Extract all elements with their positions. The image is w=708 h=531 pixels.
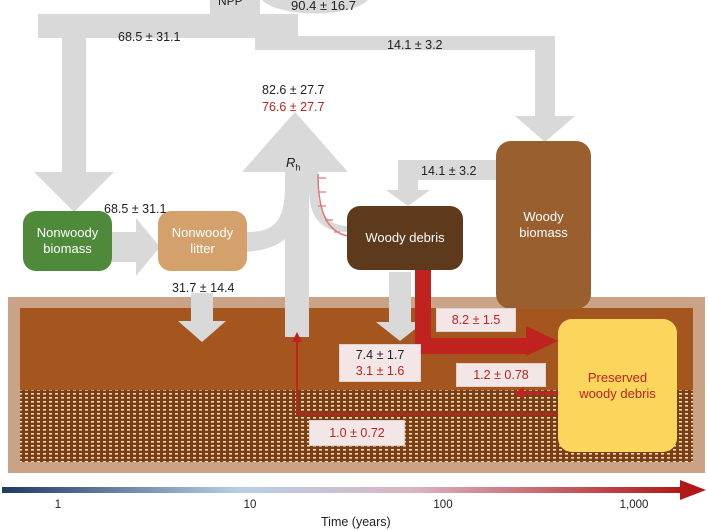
tick-10: 10 xyxy=(243,499,257,511)
debris-to-soil-label: 7.4 ± 1.7 3.1 ± 1.6 xyxy=(339,344,421,382)
woody-debris-pool: Woody debris xyxy=(347,206,463,270)
woody-biomass-pool: Woody biomass xyxy=(496,141,591,309)
npp-circle xyxy=(262,0,368,14)
npp-label: NPP xyxy=(218,0,243,8)
npp-value: 90.4 ± 16.7 xyxy=(291,0,356,13)
rh-symbol-subscript: h xyxy=(295,162,301,173)
preserved-to-soil-label: 1.2 ± 0.78 xyxy=(456,363,546,387)
debris-to-preserved-value: 8.2 ± 1.5 xyxy=(451,313,501,327)
rh-total-label: 82.6 ± 27.7 xyxy=(262,83,325,97)
preserved-to-soil-value: 1.2 ± 0.78 xyxy=(473,368,529,382)
rh-symbol: Rh xyxy=(286,155,300,176)
rh-total-red-label: 76.6 ± 27.7 xyxy=(262,100,325,114)
timescale-bar xyxy=(2,480,706,500)
tick-100: 100 xyxy=(433,499,453,511)
debris-to-soil-value: 7.4 ± 1.7 xyxy=(355,348,405,362)
nonwoody-litter-pool: Nonwoody litter xyxy=(158,211,247,271)
woody-debris-label: Woody debris xyxy=(365,230,445,245)
woody-biomass-to-debris-label: 14.1 ± 3.2 xyxy=(421,164,477,178)
grey-flow-arrows xyxy=(34,0,575,342)
debris-to-soil-red-value: 3.1 ± 1.6 xyxy=(355,364,405,378)
tick-1000: 1,000 xyxy=(619,499,649,511)
timescale-axis-label: Time (years) xyxy=(321,515,391,529)
npp-to-woody-label: 14.1 ± 3.2 xyxy=(387,38,443,52)
litter-to-soil-label: 31.7 ± 14.4 xyxy=(172,281,235,295)
woody-biomass-label: Woody biomass xyxy=(519,209,568,240)
npp-to-nonwoody-label: 68.5 ± 31.1 xyxy=(118,30,181,44)
preserved-to-rh-label: 1.0 ± 0.72 xyxy=(309,420,405,446)
biomass-to-litter-label: 68.5 ± 31.1 xyxy=(104,202,167,216)
nonwoody-biomass-label: Nonwoody biomass xyxy=(36,225,99,256)
preserved-woody-debris-label: Preserved woody debris xyxy=(579,369,656,401)
nonwoody-biomass-pool: Nonwoody biomass xyxy=(23,211,112,271)
debris-to-preserved-label: 8.2 ± 1.5 xyxy=(436,308,516,332)
nonwoody-litter-label: Nonwoody litter xyxy=(171,225,234,256)
preserved-woody-debris-pool: Preserved woody debris xyxy=(558,319,677,452)
rh-symbol-letter: R xyxy=(286,155,296,170)
preserved-to-rh-value: 1.0 ± 0.72 xyxy=(329,426,385,440)
red-flux-arrows xyxy=(292,173,558,415)
tick-1: 1 xyxy=(54,499,62,511)
